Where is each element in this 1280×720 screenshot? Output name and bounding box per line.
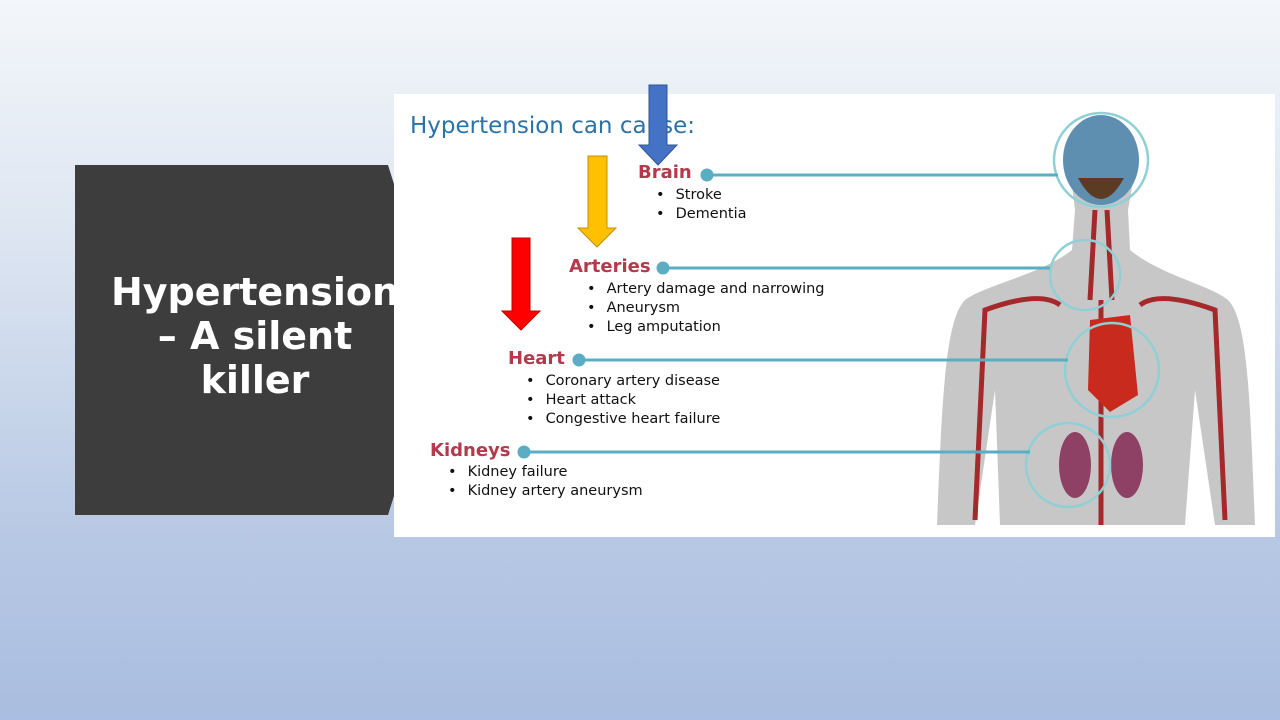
connector-lines [517,168,1068,459]
figure-heading: Hypertension can cause: [410,113,696,139]
list-item: Heart attack [526,391,720,410]
title-line: killer [200,358,310,402]
list-item: Leg amputation [587,318,825,337]
heart-effects-list: Coronary artery disease Heart attack Con… [526,372,721,429]
list-item: Kidney failure [448,463,643,482]
human-body-figure [937,111,1255,525]
title-line: – A silent [157,314,353,358]
title-line: Hypertension [110,270,400,314]
organ-label-arteries: Arteries [569,256,651,277]
list-item: Kidney artery aneurysm [448,482,643,501]
title-pentagon-shape [75,165,443,515]
organ-label-kidneys: Kidneys [430,440,511,461]
list-item: Aneurysm [587,299,825,318]
list-item: Congestive heart failure [526,410,721,429]
kidneys-effects-list: Kidney failure Kidney artery aneurysm [448,463,643,501]
list-item: Dementia [656,205,747,224]
arteries-effects-list: Artery damage and narrowing Aneurysm Leg… [587,280,825,337]
list-item: Coronary artery disease [526,372,720,391]
list-item: Artery damage and narrowing [587,280,825,299]
slide-title: Hypertension – A silent killer [95,270,415,402]
organ-label-heart: Heart [508,348,565,369]
organ-label-brain: Brain [638,162,692,183]
brain-effects-list: Stroke Dementia [656,186,747,224]
list-item: Stroke [656,186,746,205]
